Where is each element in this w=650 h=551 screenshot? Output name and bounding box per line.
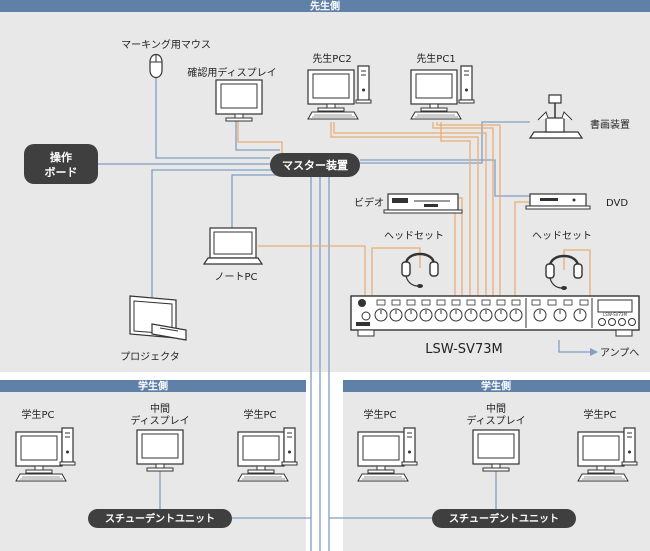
- dvd-player-icon: [525, 193, 591, 210]
- document-camera-label: 書画装置: [590, 118, 630, 131]
- student-unit-right: [432, 509, 576, 528]
- student-unit-left-label: スチューデントユニット: [105, 512, 215, 525]
- control-board-label-line2: ボード: [45, 165, 78, 179]
- student-pc-1-label: 学生PC: [21, 408, 54, 421]
- orange-connections: [237, 120, 591, 298]
- teacher-header-bar: [0, 0, 650, 12]
- dvd-label: DVD: [606, 198, 628, 209]
- projector-icon: [129, 295, 187, 341]
- middle-display-2-label-line2: ディスプレイ: [466, 414, 525, 427]
- middle-display-1-label-line2: ディスプレイ: [130, 414, 189, 427]
- headset-left-label: ヘッドセット: [384, 230, 444, 242]
- student-unit-left: [88, 509, 232, 528]
- video-deck-icon: [383, 193, 463, 214]
- student-pc-2-label: 学生PC: [243, 408, 276, 421]
- master-unit-label: マスター装置: [282, 158, 348, 172]
- marking-mouse-icon: [149, 53, 163, 79]
- amp-arrow-icon: [590, 348, 598, 356]
- control-board-label-line1: 操作: [50, 150, 72, 164]
- model-label: LSW-SV73M: [425, 342, 502, 357]
- marking-mouse-label: マーキング用マウス: [121, 38, 211, 51]
- notebook-pc-icon: [202, 227, 264, 265]
- master-unit: [270, 153, 360, 177]
- control-board: [24, 144, 98, 184]
- student-header-bar-left: [0, 380, 306, 392]
- teacher-pc2-label: 先生PC2: [312, 52, 351, 65]
- projector-label: プロジェクタ: [120, 351, 180, 363]
- middle-display-1-label-line1: 中間: [150, 402, 170, 415]
- notebook-pc-label: ノートPC: [214, 272, 257, 283]
- video-label: ビデオ: [354, 196, 384, 209]
- document-camera-icon: [528, 94, 584, 139]
- teacher-pc1-label: 先生PC1: [416, 52, 455, 65]
- teacher-section-title: 先生側: [310, 0, 340, 13]
- student-section-title-right: 学生側: [481, 380, 511, 393]
- lsw-sv73m-unit: LSW-SV73M: [350, 295, 640, 337]
- student-unit-right-label: スチューデントユニット: [449, 512, 559, 525]
- student-section-title-left: 学生側: [138, 380, 168, 393]
- confirm-display-label: 確認用ディスプレイ: [187, 66, 276, 79]
- to-amp-label: アンプへ: [600, 347, 639, 359]
- headset-right-label: ヘッドセット: [532, 230, 592, 242]
- student-header-bar-right: [343, 380, 650, 392]
- middle-display-2-label-line1: 中間: [486, 402, 506, 415]
- panel-model-label: LSW-SV73M: [603, 312, 627, 317]
- blue-connections: [98, 77, 590, 551]
- student-pc-3-label: 学生PC: [363, 408, 396, 421]
- student-pc-4-label: 学生PC: [583, 408, 616, 421]
